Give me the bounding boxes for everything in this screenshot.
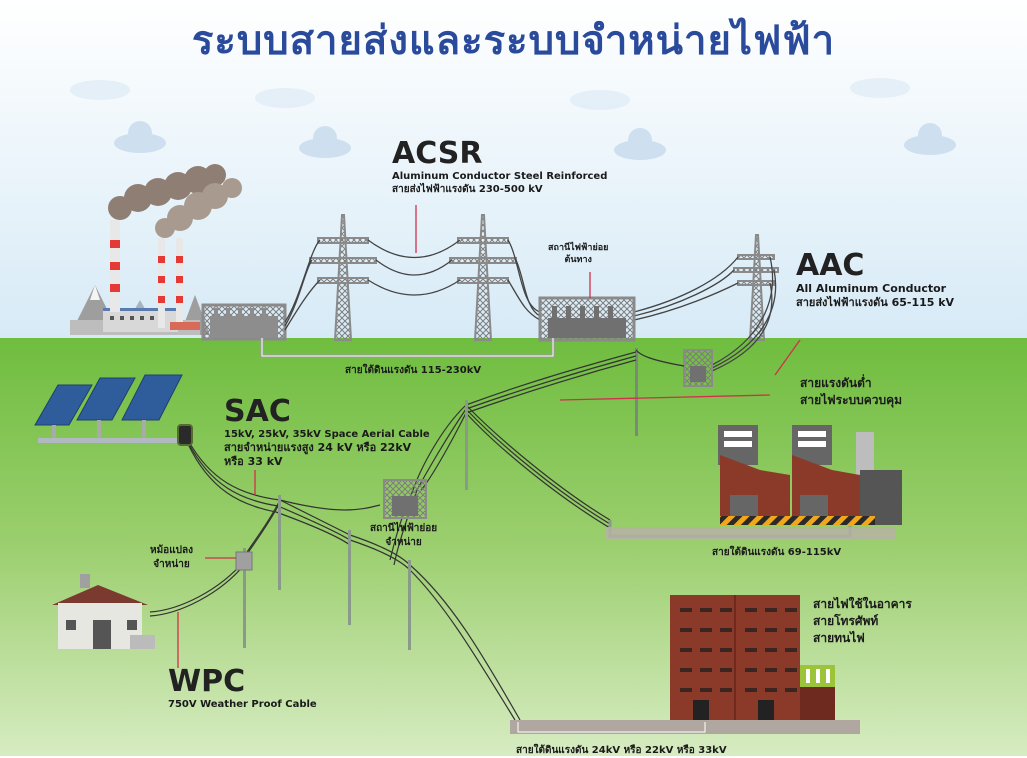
substation-icon xyxy=(201,303,287,341)
wpc-name: 750V Weather Proof Cable xyxy=(168,699,317,710)
low-voltage-label: สายแรงดันต่ำ สายไฟระบบควบคุม xyxy=(800,375,902,409)
distribution-substation-label: สถานีไฟฟ้าย่อย จำหน่าย xyxy=(370,522,437,550)
window-icon xyxy=(700,608,712,612)
ground xyxy=(0,338,1027,756)
transformer-line1: หม้อแปลง xyxy=(150,545,193,556)
aac-label: AAC All Aluminum Conductor สายส่งไฟฟ้าแร… xyxy=(796,250,954,310)
building-cables-line1: สายไฟใช้ในอาคาร xyxy=(813,597,912,611)
distribution-substation-line1: สถานีไฟฟ้าย่อย xyxy=(370,523,438,534)
window-icon xyxy=(680,608,692,612)
underground-mid-label: สายใต้ดินแรงดัน 69-115kV xyxy=(712,547,842,558)
window-icon xyxy=(745,688,757,692)
underground-low-label: สายใต้ดินแรงดัน 24kV หรือ 22kV หรือ 33kV xyxy=(516,745,727,756)
clouds xyxy=(70,78,956,160)
window-icon xyxy=(700,648,712,652)
aac-desc: สายส่งไฟฟ้าแรงดัน 65-115 kV xyxy=(796,296,955,309)
solar-panels-icon xyxy=(34,374,193,446)
transmission-tower-icon xyxy=(449,214,517,341)
window-icon xyxy=(785,608,797,612)
window-icon xyxy=(765,668,777,672)
cloud-icon xyxy=(614,128,666,160)
label-pointers xyxy=(177,205,801,668)
window-icon xyxy=(700,628,712,632)
building-cables-label: สายไฟใช้ในอาคาร สายโทรศัพท์ สายทนไฟ xyxy=(813,596,912,647)
page-title: ระบบสายส่งและระบบจำหน่ายไฟฟ้า xyxy=(191,18,836,64)
transformer-icon xyxy=(235,551,253,571)
window-icon xyxy=(720,608,732,612)
window-icon xyxy=(765,608,777,612)
origin-substation-label: สถานีไฟฟ้าย่อย ต้นทาง xyxy=(548,242,608,266)
window-icon xyxy=(745,628,757,632)
sac-desc1: สายจำหน่ายแรงสูง 24 kV หรือ 22kV xyxy=(224,441,412,454)
sky xyxy=(0,0,1027,340)
wpc-code: WPC xyxy=(168,664,246,699)
cloud-icon xyxy=(904,123,956,155)
window-icon xyxy=(700,668,712,672)
building-cables-line3: สายทนไฟ xyxy=(813,631,865,645)
window-icon xyxy=(720,668,732,672)
origin-substation-line1: สถานีไฟฟ้าย่อย xyxy=(548,243,609,253)
acsr-label: ACSR Aluminum Conductor Steel Reinforced… xyxy=(392,138,607,196)
window-icon xyxy=(680,628,692,632)
building-cables-line2: สายโทรศัพท์ xyxy=(813,614,879,628)
window-icon xyxy=(680,668,692,672)
window-icon xyxy=(765,628,777,632)
window-icon xyxy=(765,648,777,652)
acsr-name: Aluminum Conductor Steel Reinforced xyxy=(392,171,608,182)
smoke-icon xyxy=(108,164,242,238)
sac-desc2: หรือ 33 kV xyxy=(224,455,283,468)
acsr-code: ACSR xyxy=(392,136,483,171)
window-icon xyxy=(785,688,797,692)
acsr-lines xyxy=(284,239,739,331)
cloud-icon xyxy=(70,78,910,110)
underground-high-label: สายใต้ดินแรงดัน 115-230kV xyxy=(345,365,482,376)
distribution-poles xyxy=(243,400,468,650)
window-icon xyxy=(745,608,757,612)
window-icon xyxy=(785,648,797,652)
sac-label: SAC 15kV, 25kV, 35kV Space Aerial Cable … xyxy=(224,396,430,469)
window-icon xyxy=(700,688,712,692)
window-icon xyxy=(680,648,692,652)
window-icon xyxy=(745,648,757,652)
acsr-desc: สายส่งไฟฟ้าแรงดัน 230-500 kV xyxy=(392,184,543,195)
underground-cable-low xyxy=(517,722,706,733)
window-icon xyxy=(720,628,732,632)
office-building-icon xyxy=(670,595,835,725)
sac-name: 15kV, 25kV, 35kV Space Aerial Cable xyxy=(224,429,430,440)
aac-name: All Aluminum Conductor xyxy=(796,282,947,295)
distribution-substation-icon xyxy=(383,479,427,519)
wpc-label: WPC 750V Weather Proof Cable xyxy=(168,666,317,711)
window-icon xyxy=(765,688,777,692)
window-icon xyxy=(680,688,692,692)
low-voltage-line1: สายแรงดันต่ำ xyxy=(800,376,872,390)
origin-substation-line2: ต้นทาง xyxy=(564,255,592,265)
aac-lines xyxy=(711,256,777,372)
origin-substation-icon xyxy=(538,296,636,342)
low-voltage-line2: สายไฟระบบควบคุม xyxy=(800,393,903,407)
window-icon xyxy=(745,668,757,672)
small-substation-icon xyxy=(683,349,713,387)
house-icon xyxy=(52,574,155,649)
window-icon xyxy=(720,648,732,652)
window-icon xyxy=(720,688,732,692)
aac-code: AAC xyxy=(796,248,865,283)
cloud-icon xyxy=(299,126,351,158)
transformer-label: หม้อแปลง จำหน่าย xyxy=(150,544,193,572)
distribution-substation-line2: จำหน่าย xyxy=(385,537,422,548)
power-plant-icon xyxy=(70,220,210,335)
cloud-icon xyxy=(114,121,166,153)
sac-code: SAC xyxy=(224,394,291,429)
window-icon xyxy=(785,628,797,632)
factory-icon xyxy=(718,425,902,525)
window-icon xyxy=(785,668,797,672)
transformer-line2: จำหน่าย xyxy=(153,559,190,570)
